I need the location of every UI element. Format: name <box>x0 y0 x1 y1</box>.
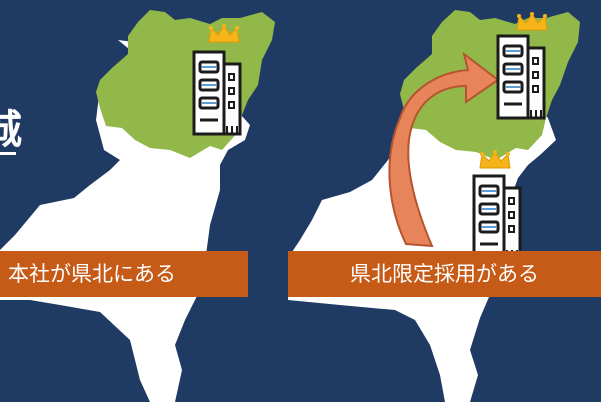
curved-arrow-icon <box>388 51 500 248</box>
right-office-building-icon-south <box>472 174 522 260</box>
left-caption: 本社が県北にある <box>0 251 248 297</box>
edge-heading-underline <box>0 152 16 155</box>
left-map <box>0 10 275 402</box>
right-caption: 県北限定採用がある <box>288 251 601 297</box>
left-office-building-icon <box>192 50 242 136</box>
right-crown-icon-north <box>516 11 548 31</box>
right-office-building-icon-north <box>496 34 546 120</box>
right-map <box>288 10 580 402</box>
edge-heading-text: 城 <box>0 107 22 153</box>
